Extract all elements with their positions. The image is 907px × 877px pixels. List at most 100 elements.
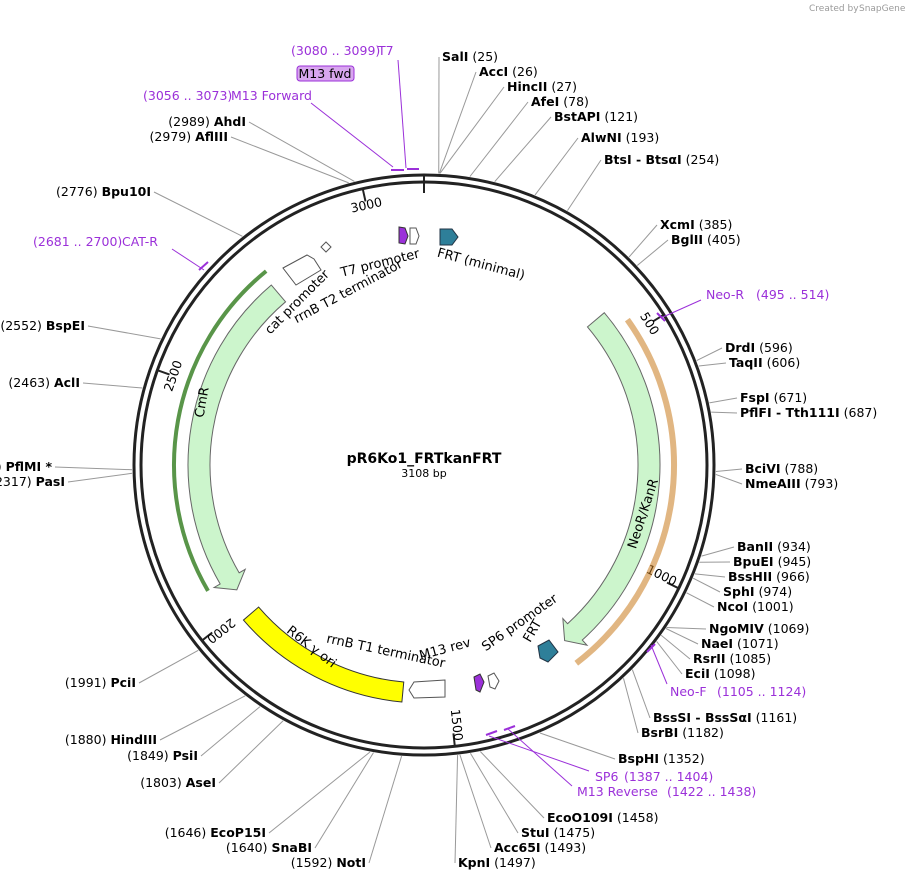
enzyme-leader — [469, 101, 529, 177]
enzyme-name: AlwNI — [581, 130, 622, 145]
enzyme-site: FspI (671) — [740, 390, 807, 405]
enzyme-name: EcoP15I — [210, 825, 266, 840]
enzyme-position: (687) — [844, 405, 878, 420]
enzyme-leader — [230, 136, 349, 184]
sp6-range: (1387 .. 1404) — [624, 769, 713, 784]
r6k-ori-arc — [242, 606, 405, 703]
enzyme-site: (1646) EcoP15I — [165, 825, 266, 840]
enzyme-position: (1592) — [291, 855, 333, 870]
enzyme-site: (2463) AclI — [8, 375, 80, 390]
enzyme-name: PsiI — [173, 748, 198, 763]
enzyme-site: BciVI (788) — [745, 461, 818, 476]
enzyme-position: (1880) — [65, 732, 107, 747]
enzyme-site: BssHII (966) — [728, 569, 810, 584]
primer-leaders — [171, 59, 702, 787]
enzyme-labels: SalI (25)AccI (26)HincII (27)AfeI (78) Bs… — [0, 49, 877, 870]
enzyme-site: (1880) HindIII — [65, 732, 157, 747]
enzyme-leader — [628, 224, 658, 258]
neo-r-leader — [662, 299, 702, 318]
m13-fwd-marker — [398, 226, 409, 245]
enzyme-position: (2552) — [0, 318, 42, 333]
enzyme-site: BssSI - BssSαI (1161) — [653, 710, 797, 725]
neo-f-name: Neo-F — [670, 684, 707, 699]
enzyme-site: AfeI (78) — [531, 94, 589, 109]
enzyme-position: (27) — [551, 79, 577, 94]
enzyme-position: (1991) — [65, 675, 107, 690]
enzyme-site: HincII (27) — [507, 79, 577, 94]
enzyme-site: AlwNI (193) — [581, 130, 659, 145]
scale-tick-label: 3000 — [349, 194, 383, 216]
enzyme-site: XcmI (385) — [660, 217, 732, 232]
enzyme-site: PflFI - Tth111I (687) — [740, 405, 877, 420]
enzyme-site: SalI (25) — [442, 49, 498, 64]
enzyme-position: (2776) — [56, 184, 98, 199]
enzyme-name: AfeI — [531, 94, 559, 109]
enzyme-position: (1071) — [737, 636, 779, 651]
enzyme-site: EciI (1098) — [685, 666, 755, 681]
enzyme-position: (2989) — [168, 114, 210, 129]
enzyme-position: (254) — [686, 152, 720, 167]
enzyme-name: StuI — [521, 825, 550, 840]
enzyme-leader — [656, 641, 683, 675]
enzyme-name: PasI — [36, 474, 65, 489]
enzyme-leader — [54, 466, 133, 471]
enzyme-position: (1493) — [545, 840, 587, 855]
scale-tick — [201, 631, 213, 642]
enzyme-name: NcoI — [717, 599, 748, 614]
enzyme-site: DrdI (596) — [725, 340, 793, 355]
frt-minimal-arrow — [439, 228, 459, 246]
enzyme-site: NaeI (1071) — [701, 636, 779, 651]
enzyme-leader — [539, 732, 616, 760]
enzyme-name: BssHII — [728, 569, 772, 584]
enzyme-leader — [567, 159, 602, 211]
enzyme-name: PflMI * — [6, 459, 53, 474]
enzyme-name: PflFI - Tth111I — [740, 405, 840, 420]
sp6-name: SP6 — [595, 769, 618, 784]
enzyme-position: (1001) — [752, 599, 794, 614]
enzyme-position: (121) — [604, 109, 638, 124]
enzyme-position: (793) — [805, 476, 839, 491]
enzyme-leader — [439, 86, 505, 174]
enzyme-position: (25) — [472, 49, 498, 64]
enzyme-leader — [534, 137, 579, 196]
enzyme-position: (26) — [512, 64, 538, 79]
primer-labels: (3080 .. 3099) T7 (3056 .. 3073) M13 For… — [33, 43, 829, 799]
enzyme-site: (2323) PflMI * — [0, 459, 52, 474]
enzyme-leader — [87, 325, 161, 340]
scale-tick — [652, 313, 665, 323]
enzyme-site: (1849) PsiI — [127, 748, 198, 763]
enzyme-name: AccI — [479, 64, 508, 79]
enzyme-leader — [153, 191, 243, 237]
enzyme-position: (2323) — [0, 459, 2, 474]
enzyme-position: (385) — [699, 217, 733, 232]
enzyme-name: NaeI — [701, 636, 733, 651]
enzyme-name: BsrBI — [641, 725, 678, 740]
m13-fwd-box — [296, 65, 355, 82]
enzyme-name: NgoMIV — [709, 621, 764, 636]
enzyme-leader — [218, 720, 284, 784]
enzyme-name: SalI — [442, 49, 468, 64]
enzyme-site: BspHI (1352) — [618, 751, 705, 766]
cmr-arrow — [187, 284, 287, 591]
enzyme-site: KpnI (1497) — [458, 855, 536, 870]
enzyme-site: (2776) Bpu10I — [56, 184, 151, 199]
enzyme-position: (945) — [778, 554, 812, 569]
t7-promoter-arrow — [409, 227, 420, 245]
t7-name: T7 — [377, 43, 394, 58]
enzyme-leader — [701, 546, 735, 557]
m13-reverse-name: M13 Reverse — [577, 784, 658, 799]
enzyme-site: StuI (1475) — [521, 825, 595, 840]
m13-rev-marker — [473, 673, 485, 693]
scale-tick — [452, 733, 456, 747]
enzyme-leader — [696, 347, 723, 361]
t7-range: (3080 .. 3099) — [291, 43, 380, 58]
frt-arrow — [537, 639, 559, 663]
neo-r-mark — [656, 312, 666, 322]
enzyme-name: XcmI — [660, 217, 695, 232]
enzyme-position: (596) — [759, 340, 793, 355]
t7-leader — [397, 59, 407, 169]
enzyme-site: (1640) SnaBI — [226, 840, 312, 855]
enzyme-position: (2317) — [0, 474, 32, 489]
enzyme-name: NmeAIII — [745, 476, 801, 491]
enzyme-name: RsrII — [693, 651, 726, 666]
